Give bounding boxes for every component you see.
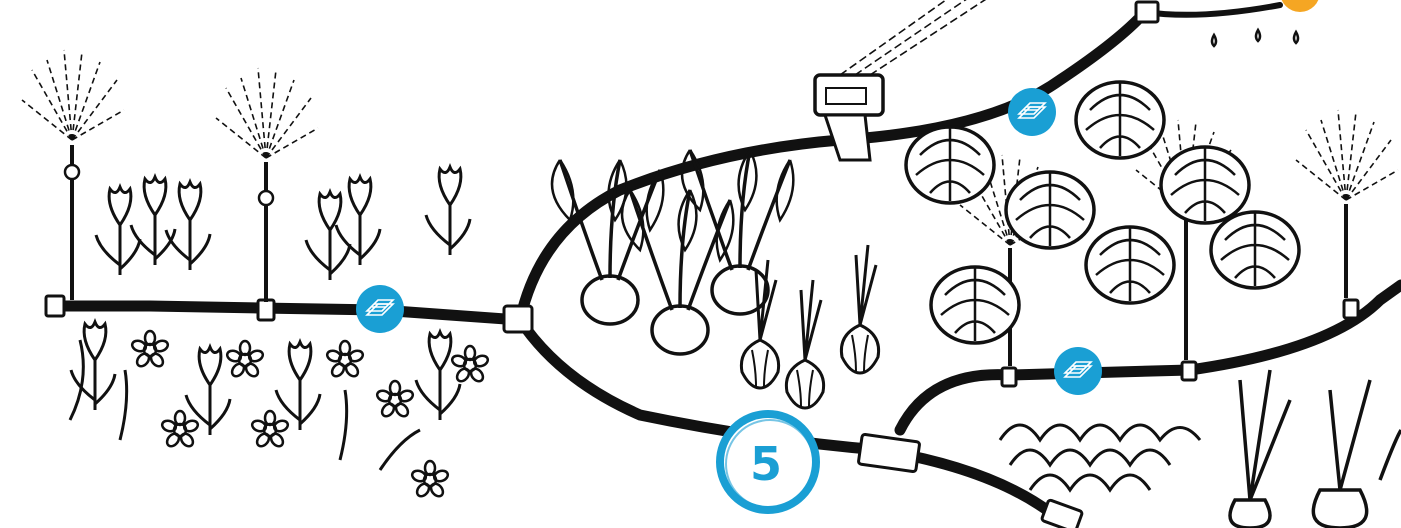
- orange-marker: [1280, 0, 1320, 12]
- soil-moisture-sensor-icon: [1008, 88, 1056, 136]
- step-badge: 5: [720, 414, 816, 510]
- carrot-bed: [1230, 370, 1401, 528]
- tulip-bed: [96, 167, 470, 280]
- onion-row: [741, 245, 878, 408]
- soil-moisture-sensor-icon: [356, 285, 404, 333]
- kohlrabi-row: [552, 150, 793, 354]
- flower-bed: [70, 322, 489, 499]
- step-number: 5: [750, 437, 782, 491]
- drip-droplets: [1212, 30, 1298, 46]
- lettuce-bed: [1000, 425, 1200, 490]
- soil-moisture-sensor-icon: [1054, 347, 1102, 395]
